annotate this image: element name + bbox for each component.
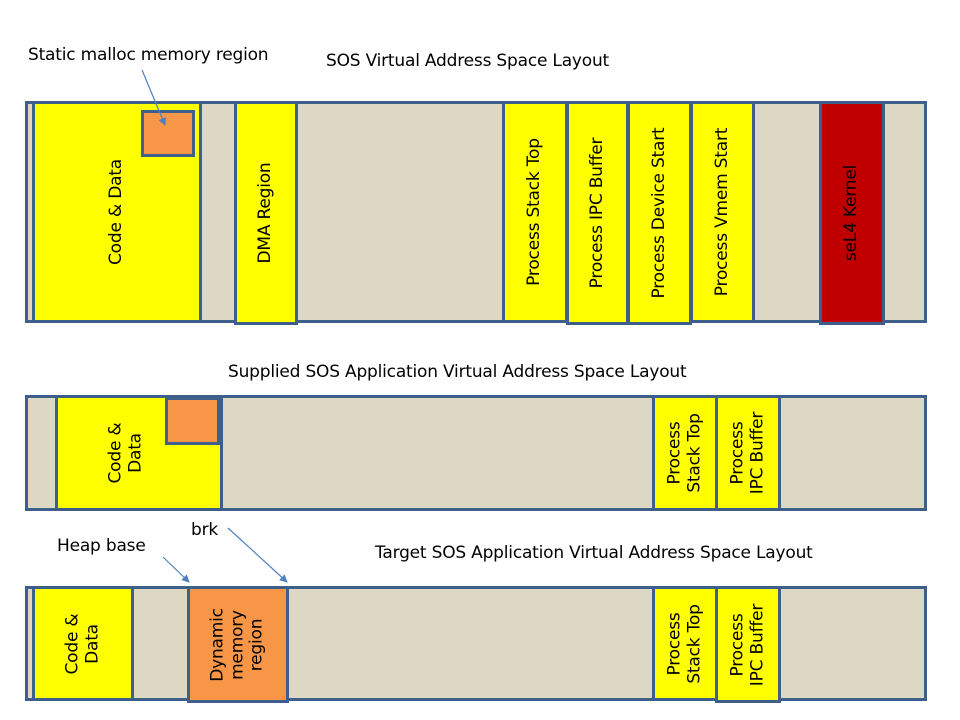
sos-layout-title: SOS Virtual Address Space Layout bbox=[326, 51, 610, 71]
block-label: Dynamic memory region bbox=[207, 607, 267, 682]
block-label: Code & Data bbox=[105, 422, 146, 484]
block-label: Process Device Start bbox=[648, 127, 669, 299]
block-label: Process Stack Top bbox=[524, 138, 545, 286]
block-label: Process IPC Buffer bbox=[586, 137, 607, 289]
target-code-data-block: Code & Data bbox=[32, 586, 134, 701]
supplied-static-malloc-block bbox=[165, 397, 220, 445]
target-layout-title: Target SOS Application Virtual Address S… bbox=[375, 543, 813, 563]
sos-ipc-buffer-block: Process IPC Buffer bbox=[566, 101, 629, 325]
block-label: Process IPC Buffer bbox=[727, 411, 767, 495]
sos-vmem-start-block: Process Vmem Start bbox=[690, 101, 755, 323]
target-ipc-buffer-block: Process IPC Buffer bbox=[715, 586, 781, 703]
block-label: Process Stack Top bbox=[664, 603, 704, 684]
sos-dma-region-block: DMA Region bbox=[234, 101, 298, 325]
brk-annotation: brk bbox=[191, 520, 219, 540]
target-address-space-bar bbox=[25, 586, 927, 701]
sos-static-malloc-block bbox=[141, 110, 195, 157]
supplied-ipc-buffer-block: Process IPC Buffer bbox=[715, 395, 781, 511]
block-label: Process Vmem Start bbox=[711, 127, 732, 297]
supplied-layout-title: Supplied SOS Application Virtual Address… bbox=[228, 362, 687, 382]
block-label: Process IPC Buffer bbox=[727, 603, 767, 686]
block-label: Code & Data bbox=[106, 159, 127, 265]
supplied-stack-top-block: Process Stack Top bbox=[652, 395, 718, 511]
block-label: Code & Data bbox=[62, 613, 102, 674]
sos-stack-top-block: Process Stack Top bbox=[502, 101, 568, 323]
heap-base-annotation: Heap base bbox=[57, 536, 146, 556]
brk-arrow bbox=[227, 527, 288, 583]
sos-sel4-kernel-block: seL4 Kernel bbox=[819, 101, 885, 325]
heap-base-arrow bbox=[162, 556, 190, 583]
target-dynamic-memory-block: Dynamic memory region bbox=[187, 586, 289, 703]
block-label: DMA Region bbox=[255, 162, 276, 264]
target-stack-top-block: Process Stack Top bbox=[652, 586, 718, 701]
block-label: seL4 Kernel bbox=[841, 164, 862, 262]
sos-device-start-block: Process Device Start bbox=[627, 101, 692, 325]
static-malloc-annotation: Static malloc memory region bbox=[28, 45, 269, 65]
block-label: Process Stack Top bbox=[664, 413, 704, 493]
